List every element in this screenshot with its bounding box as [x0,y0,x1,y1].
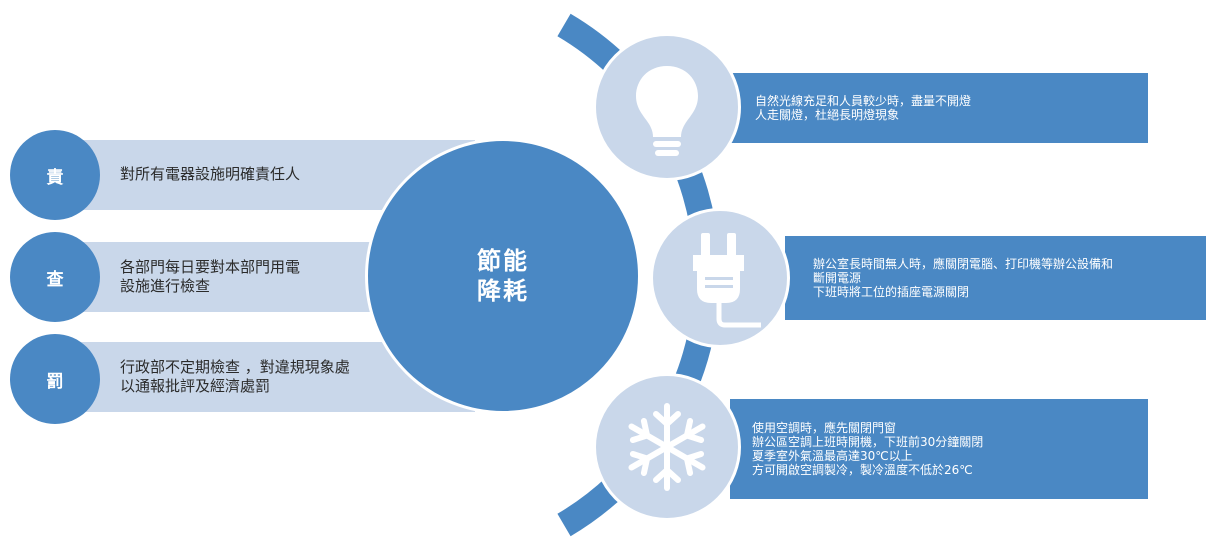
power-panel: 辦公室長時間無人時，應關閉電腦、打印機等辦公設備和 斷開電源 下班時將工位的插座… [785,236,1206,320]
inspection-circle: 查 [10,232,100,322]
lighting-text: 自然光線充足和人員較少時，盡量不開燈 人走關燈，杜絕長明燈現象 [755,94,972,122]
responsibility-text: 對所有電器設施明確責任人 [120,165,301,183]
responsibility-circle: 責 [10,130,100,220]
center-topic-circle: 節能 降耗 [365,138,641,414]
penalty-text: 行政部不定期檢查 ，對違規現象處 以通報批評及經濟處罰 [120,358,350,395]
power-text: 辦公室長時間無人時，應關閉電腦、打印機等辦公設備和 斷開電源 下班時將工位的插座… [813,257,1114,299]
snowflake-circle [593,373,741,521]
plug-circle [650,208,790,348]
plug-icon [693,233,761,328]
center-title-line1: 節能 [477,247,529,275]
center-title-line2: 降耗 [477,277,529,305]
aircon-text: 使用空調時，應先關閉門窗 辦公區空調上班時開機，下班前30分鐘關閉 夏季室外氣溫… [752,421,984,477]
lightbulb-circle [593,33,741,181]
lightbulb-icon [636,66,698,156]
snowflake-icon [628,403,706,491]
penalty-circle: 罰 [10,334,100,424]
inspection-text: 各部門每日要對本部門用電 設施進行檢查 [120,258,301,295]
aircon-panel: 使用空調時，應先關閉門窗 辦公區空調上班時開機，下班前30分鐘關閉 夏季室外氣溫… [730,399,1148,499]
lighting-panel: 自然光線充足和人員較少時，盡量不開燈 人走關燈，杜絕長明燈現象 [730,73,1148,143]
